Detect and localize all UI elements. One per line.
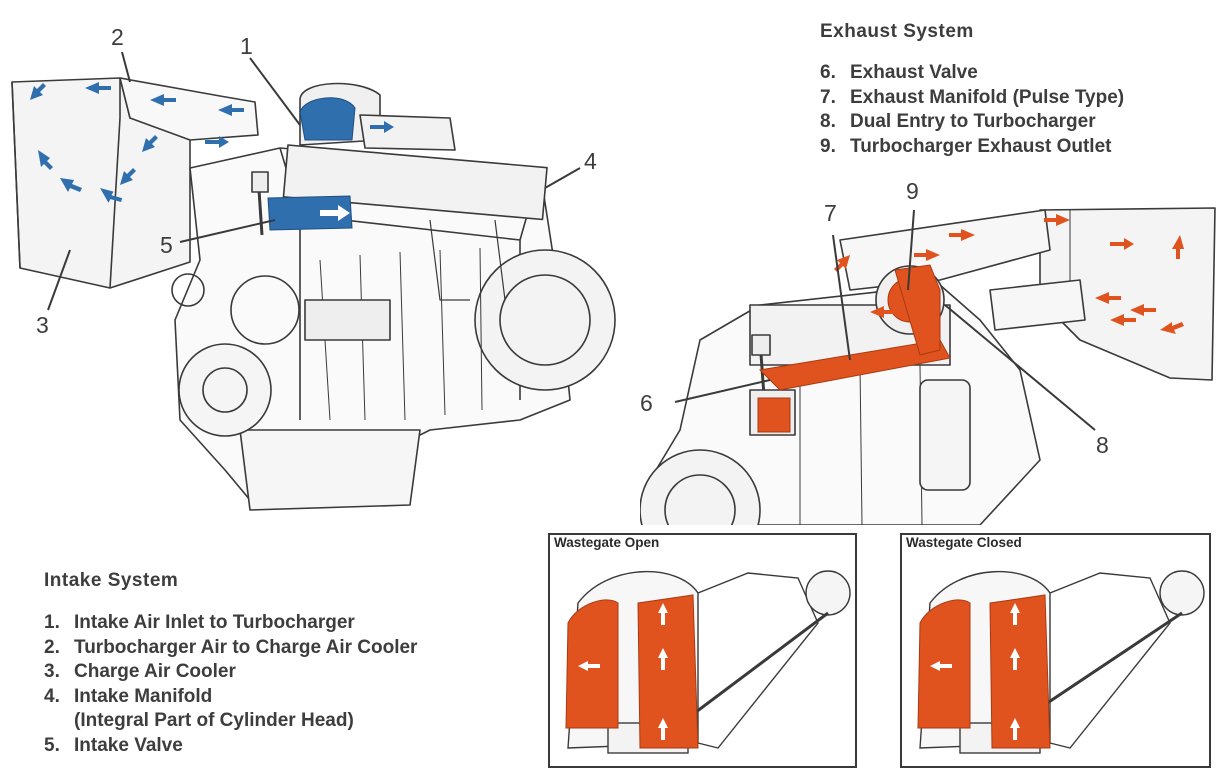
intake-legend-item: 1.Intake Air Inlet to Turbocharger (44, 612, 355, 633)
arrow-icon (658, 603, 668, 625)
intake-legend-item: 4.Intake Manifold(Integral Part of Cylin… (44, 685, 354, 732)
arrow-icon (205, 136, 229, 148)
exhaust-piston-flow (757, 397, 791, 433)
exhaust-legend-item: 7.Exhaust Manifold (Pulse Type) (820, 86, 1125, 108)
wastegate-closed-panel (900, 533, 1211, 768)
leader-line-1 (249, 57, 301, 126)
arrow-icon (870, 306, 896, 318)
wastegate-closed-title: Wastegate Closed (903, 535, 1025, 550)
exhaust-flow-arrows (834, 214, 1184, 334)
arrow-icon (320, 205, 350, 221)
arrow-icon (914, 249, 940, 261)
callout-9: 9 (906, 178, 919, 204)
intake-legend-item: 2.Turbocharger Air to Charge Air Cooler (44, 636, 418, 658)
exhaust-legend-item: 9.Turbocharger Exhaust Outlet (820, 135, 1112, 157)
exhaust-manifold-flow (758, 339, 951, 391)
arrow-icon (1172, 235, 1184, 259)
leader-line-7 (832, 234, 851, 361)
arrow-icon (60, 178, 82, 192)
callout-5: 5 (160, 232, 173, 258)
wastegate-closed-turbine-flow (917, 599, 971, 729)
arrow-icon (930, 661, 952, 671)
wastegate-open-title: Wastegate Open (551, 535, 663, 550)
arrow-icon (1130, 304, 1156, 316)
arrow-icon (1095, 292, 1121, 304)
arrow-icon (1044, 214, 1070, 226)
intake-engine-illustration (11, 51, 616, 511)
callout-3: 3 (36, 312, 49, 338)
arrow-icon (1010, 648, 1020, 670)
exhaust-system-title: Exhaust System (820, 21, 974, 42)
leader-line-2 (121, 51, 131, 83)
arrow-icon (85, 82, 111, 94)
arrow-icon (100, 188, 123, 203)
callout-1: 1 (240, 33, 253, 59)
arrow-icon (370, 121, 394, 133)
arrow-icon (949, 229, 975, 241)
callout-2: 2 (111, 24, 124, 50)
exhaust-legend-item: 8.Dual Entry to Turbocharger (820, 111, 1096, 132)
arrow-icon (120, 168, 136, 185)
intake-flow-arrows (30, 82, 394, 221)
intake-legend-item: 3.Charge Air Cooler (44, 661, 236, 682)
arrow-icon (1010, 603, 1020, 625)
exhaust-engine-illustration (640, 207, 1216, 525)
arrow-icon (658, 718, 668, 740)
cooler-duct (119, 77, 259, 141)
intake-system-title: Intake System (44, 570, 179, 591)
callout-4: 4 (584, 148, 597, 174)
leader-line-3 (47, 249, 71, 311)
arrow-icon (1160, 322, 1184, 334)
arrow-icon (658, 648, 668, 670)
wastegate-open-turbine-flow (565, 599, 619, 729)
leader-line-4 (544, 167, 581, 189)
arrow-icon (578, 661, 600, 671)
exhaust-legend: 6.Exhaust Valve 7.Exhaust Manifold (Puls… (820, 61, 1124, 159)
arrow-icon (142, 135, 158, 152)
callout-6: 6 (640, 390, 653, 416)
exhaust-legend-item: 6.Exhaust Valve (820, 62, 978, 83)
callout-7: 7 (824, 200, 837, 226)
intake-manifold-flow (267, 195, 353, 231)
arrow-icon (30, 83, 46, 100)
arrow-icon (1110, 314, 1136, 326)
arrow-icon (150, 94, 176, 106)
wastegate-open-panel (548, 533, 857, 768)
leader-line-8 (944, 304, 1096, 431)
callout-8: 8 (1096, 432, 1109, 458)
leader-line-9 (907, 209, 915, 291)
arrow-icon (1010, 718, 1020, 740)
leader-line-6 (674, 379, 771, 403)
intake-legend-item: 5.Intake Valve (44, 734, 183, 756)
arrow-icon (38, 150, 53, 170)
arrow-icon (218, 104, 244, 116)
intake-legend: 1.Intake Air Inlet to Turbocharger 2.Tur… (44, 611, 417, 758)
intake-inlet-flow (299, 97, 356, 141)
arrow-icon (1110, 238, 1134, 250)
leader-line-5 (179, 219, 276, 243)
